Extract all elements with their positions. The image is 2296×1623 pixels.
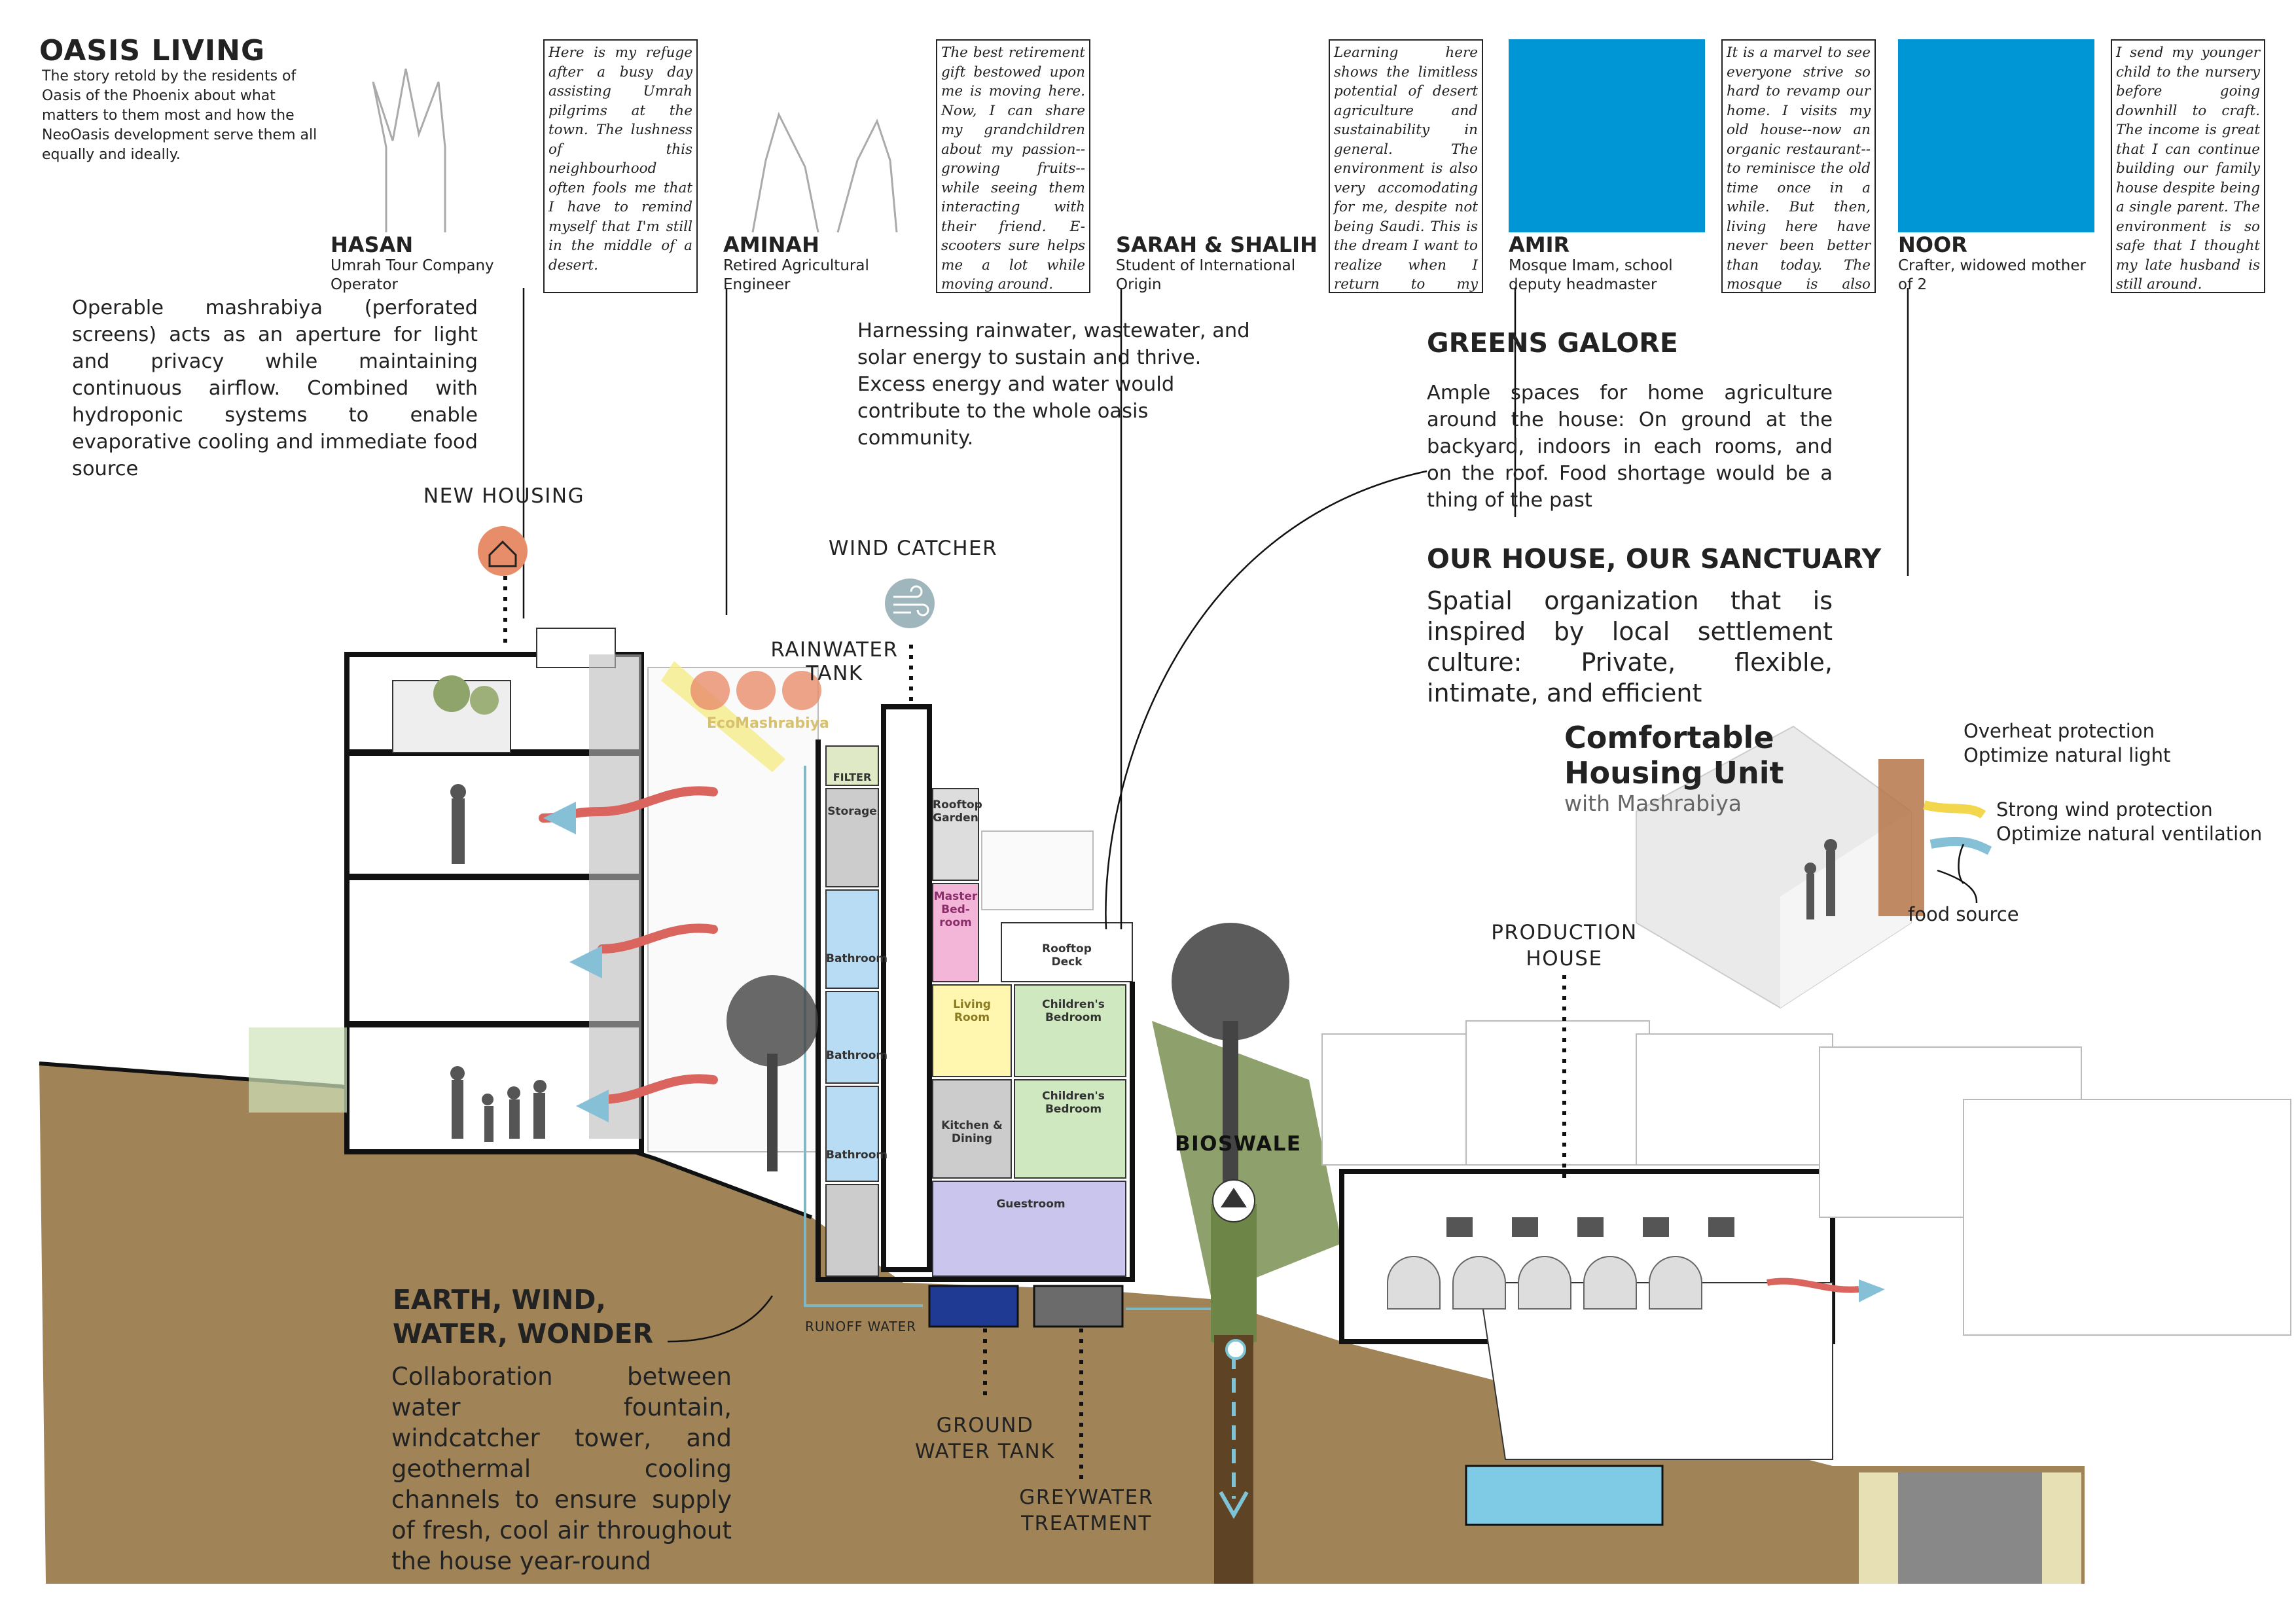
ground-water-tank: [928, 1285, 1019, 1328]
unit-title: Comfortable Housing Unit: [1564, 720, 1784, 791]
sanctuary-title: OUR HOUSE, OUR SANCTUARY: [1427, 543, 1882, 575]
room-master-bedroom: Master Bed-room: [933, 890, 978, 929]
mashrabiya-description: Operable mashrabiya (perforated screens)…: [72, 296, 478, 480]
master-bedroom-room: [932, 883, 979, 982]
greens-description: Ample spaces for home agriculture around…: [1427, 382, 1833, 512]
page-subtitle: The story retold by the residents of Oas…: [42, 68, 317, 163]
room-bathroom-3: Bathroom: [826, 1149, 888, 1162]
earth-description: Collaboration between water fountain, wi…: [391, 1363, 732, 1575]
aminah-figure-icon: [726, 62, 923, 239]
earth-title-line1: EARTH, WIND,: [393, 1284, 606, 1315]
bathroom-room-3: [825, 1086, 879, 1182]
label-ground-tank-line2: WATER TANK: [915, 1440, 1055, 1463]
water-description: Harnessing rainwater, wastewater, and so…: [857, 319, 1250, 450]
room-guestroom: Guestroom: [996, 1198, 1066, 1211]
label-production-line1: PRODUCTION: [1491, 921, 1638, 944]
room-living: Living Room: [953, 998, 991, 1024]
label-greywater-line2: TREATMENT: [1021, 1512, 1152, 1535]
guestroom-room: [932, 1181, 1126, 1277]
room-bathroom-1: Bathroom: [826, 952, 888, 965]
ecomashrabiya-icons: [691, 671, 821, 710]
rooftop-deck-room: [1001, 922, 1133, 982]
label-ground-tank-line1: GROUND: [936, 1414, 1034, 1437]
greens-title: GREENS GALORE: [1427, 327, 1678, 359]
label-greywater-line1: GREYWATER: [1019, 1486, 1154, 1509]
hasan-figure-icon: [347, 43, 491, 239]
label-bioswale: BIOSWALE: [1175, 1132, 1302, 1156]
resident-name-hasan: HASAN: [331, 232, 414, 257]
room-rooftop-deck: Rooftop Deck: [1042, 942, 1092, 969]
central-house-section: [804, 704, 1217, 1328]
label-new-housing: NEW HOUSING: [423, 484, 585, 508]
overheat-label-2: Optimize natural light: [1964, 744, 2171, 766]
resident-name-noor: NOOR: [1898, 232, 1967, 257]
room-kitchen-dining: Kitchen & Dining: [941, 1119, 1003, 1145]
room-childrens-bedroom-2: Children's Bedroom: [1042, 1090, 1105, 1116]
resident-name-sarah-shalih: SARAH & SHALIH: [1116, 232, 1318, 257]
label-greywater-treatment: GREYWATER TREATMENT: [1011, 1484, 1162, 1537]
label-production-line2: HOUSE: [1526, 947, 1603, 971]
page-title: OASIS LIVING: [39, 34, 266, 67]
resident-role-aminah: Retired Agricultural Engineer: [723, 257, 869, 293]
unit-title-line1: Comfortable: [1564, 720, 1774, 755]
childrens-bedroom-room-1: [1014, 984, 1126, 1077]
storage-room: [825, 788, 879, 887]
noor-photo: [1898, 39, 2094, 232]
label-wind-catcher: WIND CATCHER: [828, 537, 998, 560]
living-room: [932, 984, 1012, 1077]
label-ground-water-tank: GROUND WATER TANK: [913, 1412, 1057, 1465]
label-ecomashrabiya: EcoMashrabiya: [707, 715, 829, 732]
sanctuary-description: Spatial organization that is inspired by…: [1427, 586, 1833, 707]
bathroom-room-2: [825, 991, 879, 1084]
new-housing-icon: [478, 526, 528, 576]
unit-title-line2: Housing Unit: [1564, 755, 1784, 791]
resident-role-sarah-shalih: Student of International Origin: [1116, 257, 1296, 293]
resident-role-amir: Mosque Imam, school deputy headmaster: [1509, 257, 1673, 293]
overheat-label-1: Overheat protection: [1964, 720, 2155, 742]
greywater-tank: [1033, 1285, 1124, 1328]
quote-aminah: The best retirement gift bestowed upon m…: [936, 39, 1090, 293]
quote-sarah-shalih: Learning here shows the limitless potent…: [1329, 39, 1483, 293]
label-rainwater-tank-line2: TANK: [806, 662, 863, 685]
quote-hasan: Here is my refuge after a busy day assis…: [543, 39, 698, 293]
label-runoff-water: RUNOFF WATER: [805, 1319, 917, 1334]
wind-label-2: Optimize natural ventilation: [1996, 823, 2263, 845]
production-house: [1339, 1169, 1835, 1526]
rooftop-garden-room: [932, 788, 979, 881]
room-filter: FILTER: [833, 771, 872, 783]
earth-title: EARTH, WIND, WATER, WONDER: [393, 1283, 653, 1351]
room-storage: Storage: [827, 805, 877, 818]
housing-unit-illustration: [1636, 725, 1992, 1009]
quote-noor: I send my younger child to the nursery b…: [2111, 39, 2265, 293]
wind-catcher-icon: [885, 579, 935, 628]
earth-title-line2: WATER, WONDER: [393, 1318, 654, 1349]
kitchen-dining-room: [932, 1079, 1012, 1179]
unit-subtitle: with Mashrabiya: [1564, 791, 1742, 816]
wind-label-1: Strong wind protection: [1996, 798, 2213, 821]
amir-photo: [1509, 39, 1705, 232]
label-rainwater-tank: RAINWATER TANK: [759, 638, 910, 685]
resident-name-amir: AMIR: [1509, 232, 1570, 257]
resident-role-noor: Crafter, widowed mother of 2: [1898, 257, 2086, 293]
resident-name-aminah: AMINAH: [723, 232, 819, 257]
childrens-bedroom-room-2: [1014, 1079, 1126, 1179]
label-production-house: PRODUCTION HOUSE: [1473, 919, 1656, 972]
room-childrens-bedroom-1: Children's Bedroom: [1042, 998, 1105, 1024]
room-rooftop-garden: Rooftop Garden: [933, 798, 982, 825]
food-source-label: food source: [1908, 903, 2019, 925]
bathroom-room-1: [825, 889, 879, 989]
bioswale-icon: [1212, 1179, 1255, 1222]
room-bathroom-2: Bathroom: [826, 1049, 888, 1062]
quote-amir: It is a marvel to see everyone strive so…: [1721, 39, 1876, 293]
resident-role-hasan: Umrah Tour Company Operator: [331, 257, 494, 293]
label-rainwater-tank-line1: RAINWATER: [770, 638, 899, 662]
filter-room: [825, 745, 879, 786]
